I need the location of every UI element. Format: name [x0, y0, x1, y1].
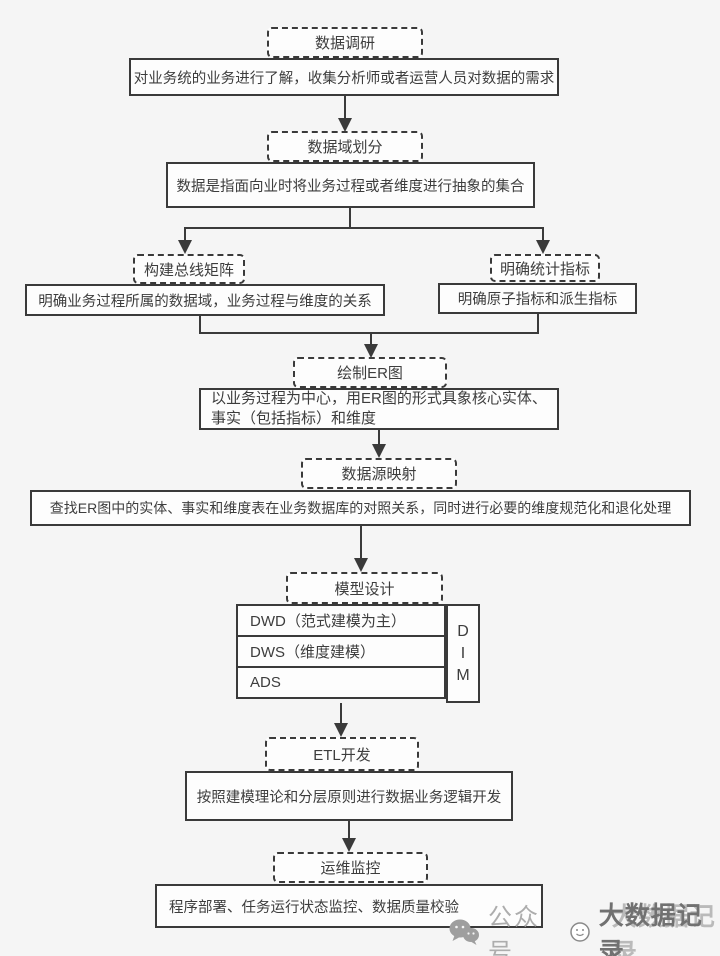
- stage-domain-label-text: 数据域划分: [307, 139, 383, 156]
- stage-er-label: 绘制ER图: [293, 357, 447, 388]
- stage-ops-desc: 程序部署、任务运行状态监控、数据质量校验: [155, 884, 543, 928]
- connector-line: [199, 332, 539, 334]
- stage-er-label-text: 绘制ER图: [337, 365, 403, 382]
- arrow-down-icon: [178, 240, 192, 254]
- connector-line: [184, 227, 544, 229]
- stage-bus-matrix-desc: 明确业务过程所属的数据域，业务过程与维度的关系: [25, 284, 385, 316]
- model-layer-ads-text: ADS: [250, 674, 281, 691]
- stage-research-label-text: 数据调研: [314, 35, 375, 52]
- stage-mapping-label: 数据源映射: [301, 458, 457, 489]
- stage-domain-label: 数据域划分: [267, 131, 423, 162]
- stage-ops-label: 运维监控: [273, 852, 428, 883]
- model-layer-row-dws: DWS（维度建模）: [236, 635, 446, 668]
- model-layer-dws-text: DWS（维度建模）: [250, 644, 375, 661]
- connector-line: [349, 208, 351, 228]
- stage-bus-matrix-label-text: 构建总线矩阵: [143, 261, 234, 279]
- wechat-icon: [448, 918, 480, 946]
- connector-line: [542, 227, 544, 241]
- arrow-down-icon: [536, 240, 550, 254]
- stage-research-desc: 对业务统的业务进行了解，收集分析师或者运营人员对数据的需求: [129, 58, 559, 96]
- stage-mapping-desc-text: 查找ER图中的实体、事实和维度表在业务数据库的对照关系，同时进行必要的维度规范化…: [49, 500, 672, 516]
- arrow-down-icon: [342, 838, 356, 852]
- connector-line: [348, 821, 350, 840]
- stage-metrics-label: 明确统计指标: [490, 254, 600, 282]
- emoji-face-icon: [569, 921, 591, 943]
- stage-model-label-text: 模型设计: [334, 580, 395, 598]
- connector-line: [184, 227, 186, 241]
- stage-etl-desc-text: 按照建模理论和分层原则进行数据业务逻辑开发: [196, 789, 502, 806]
- stage-ops-desc-text: 程序部署、任务运行状态监控、数据质量校验: [169, 899, 459, 916]
- stage-er-desc: 以业务过程为中心，用ER图的形式具象核心实体、事实（包括指标）和维度: [199, 388, 559, 430]
- connector-line: [344, 96, 346, 120]
- stage-research-label: 数据调研: [267, 27, 423, 58]
- stage-er-desc-text: 以业务过程为中心，用ER图的形式具象核心实体、事实（包括指标）和维度: [211, 390, 547, 427]
- stage-etl-label-text: ETL开发: [313, 746, 371, 764]
- connector-line: [370, 332, 372, 345]
- arrow-down-icon: [338, 118, 352, 132]
- stage-bus-matrix-label: 构建总线矩阵: [133, 254, 245, 284]
- stage-mapping-desc: 查找ER图中的实体、事实和维度表在业务数据库的对照关系，同时进行必要的维度规范化…: [30, 490, 691, 526]
- stage-bus-matrix-desc-text: 明确业务过程所属的数据域，业务过程与维度的关系: [38, 293, 372, 310]
- stage-etl-desc: 按照建模理论和分层原则进行数据业务逻辑开发: [185, 771, 513, 821]
- connector-line: [199, 316, 201, 334]
- arrow-down-icon: [354, 558, 368, 572]
- stage-ops-label-text: 运维监控: [320, 860, 381, 877]
- stage-model-label: 模型设计: [286, 572, 443, 604]
- connector-line: [360, 526, 362, 560]
- watermark-account-name: 大数据记录: [598, 902, 703, 956]
- stage-mapping-label-text: 数据源映射: [341, 466, 417, 483]
- model-layer-row-dwd: DWD（范式建模为主）: [236, 604, 446, 637]
- stage-domain-desc: 数据是指面向业时将业务过程或者维度进行抽象的集合: [166, 162, 535, 208]
- stage-metrics-label-text: 明确统计指标: [499, 260, 590, 278]
- stage-metrics-desc-text: 明确原子指标和派生指标: [457, 292, 618, 308]
- arrow-down-icon: [372, 444, 386, 458]
- connector-line: [537, 314, 539, 334]
- stage-metrics-desc: 明确原子指标和派生指标: [438, 283, 637, 314]
- connector-line: [378, 430, 380, 446]
- stage-domain-desc-text: 数据是指面向业时将业务过程或者维度进行抽象的集合: [176, 178, 525, 195]
- connector-line: [340, 703, 342, 725]
- model-dim-text: DIM: [456, 622, 470, 684]
- model-layers-table: DWD（范式建模为主） DWS（维度建模） ADS: [236, 604, 446, 699]
- watermark-wechat-label: 公众号: [488, 904, 540, 956]
- arrow-down-icon: [334, 723, 348, 737]
- model-dim-box: DIM: [446, 604, 480, 703]
- watermark: 公众号 大数据记录: [448, 902, 720, 956]
- stage-research-desc-text: 对业务统的业务进行了解，收集分析师或者运营人员对数据的需求: [133, 70, 555, 87]
- model-layer-dwd-text: DWD（范式建模为主）: [250, 613, 406, 630]
- model-layer-row-ads: ADS: [236, 666, 446, 699]
- arrow-down-icon: [364, 344, 378, 358]
- stage-etl-label: ETL开发: [265, 737, 419, 771]
